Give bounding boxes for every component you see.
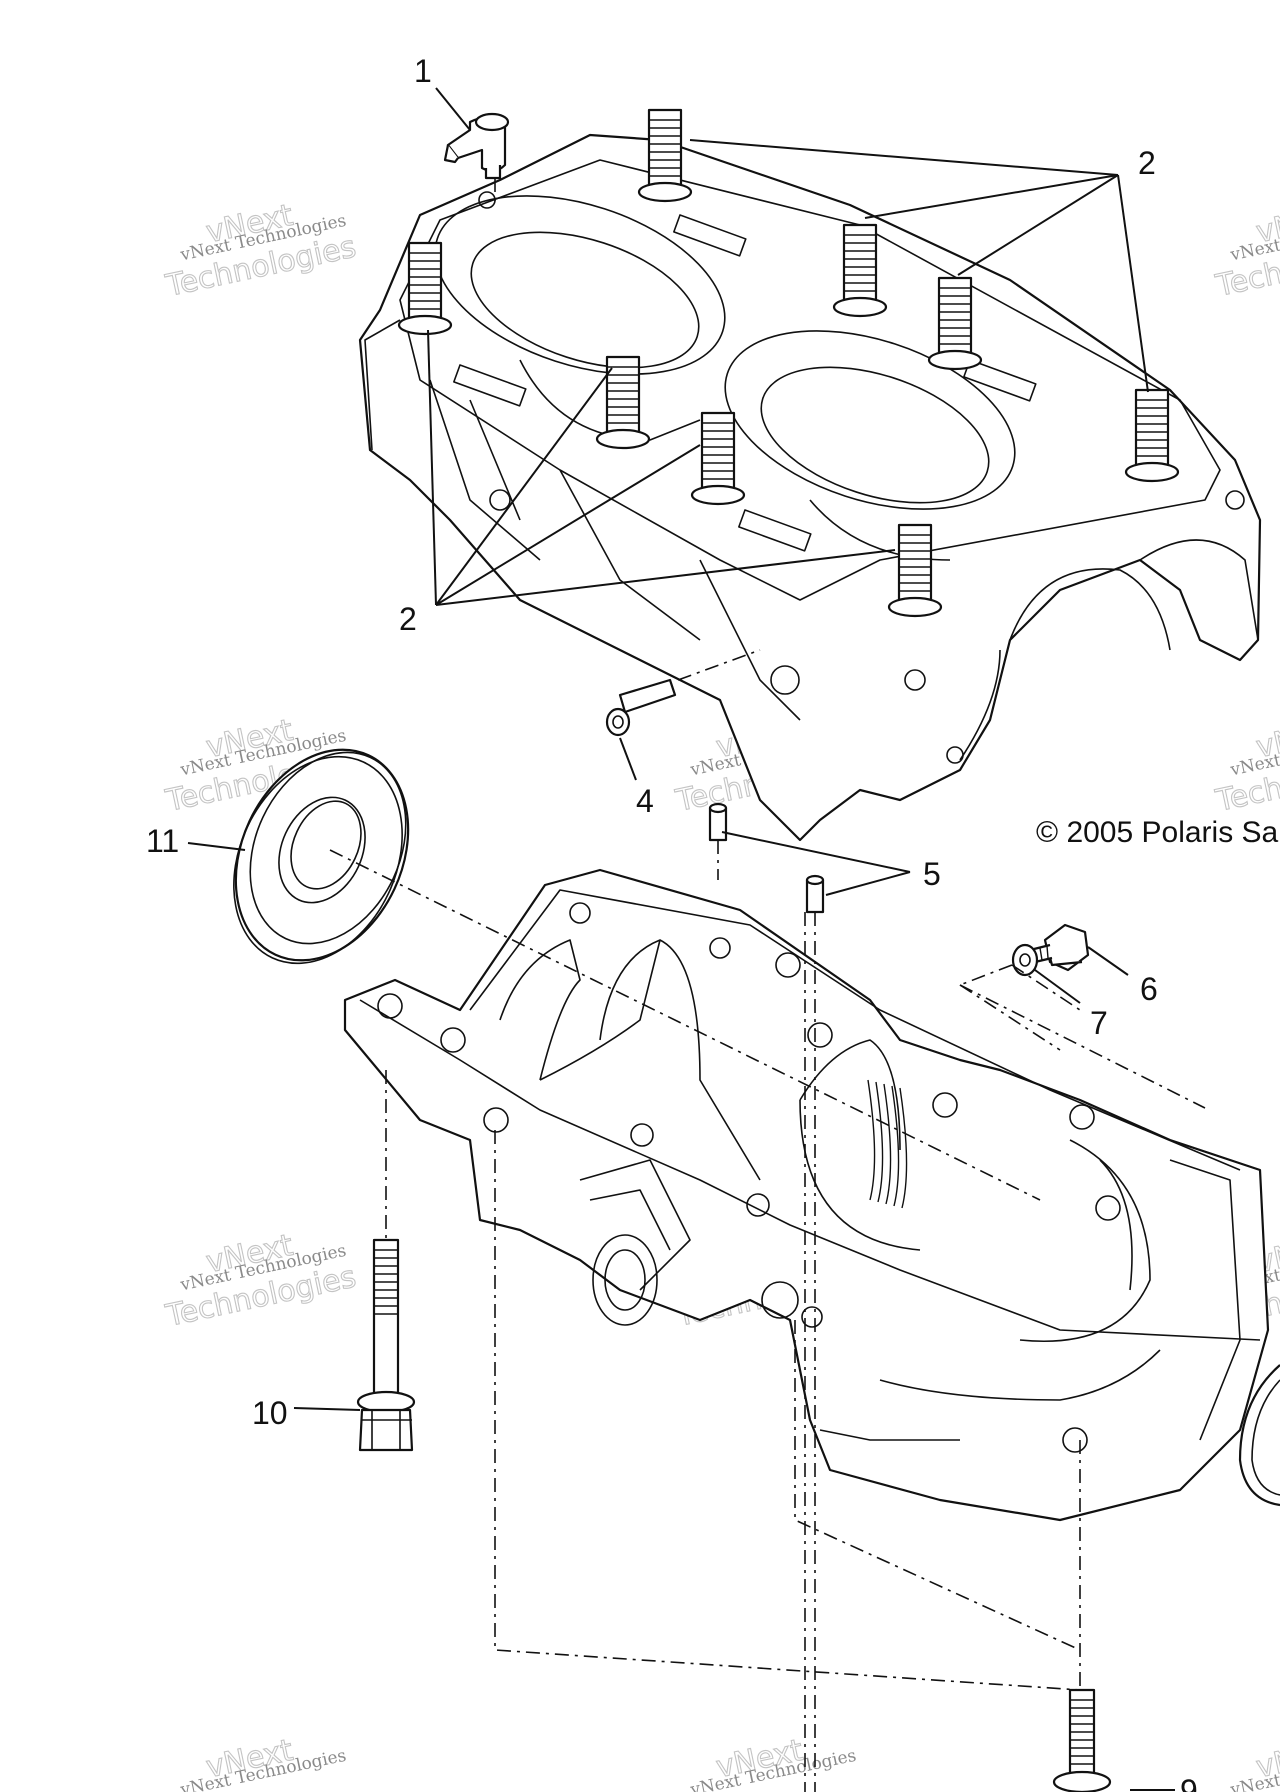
callout-5: 5 bbox=[923, 856, 941, 892]
callout-2-bottom: 2 bbox=[399, 601, 417, 637]
stud bbox=[595, 355, 651, 450]
crankcase-bolt-10 bbox=[356, 1238, 416, 1452]
callout-9: 9 bbox=[1180, 1773, 1198, 1792]
callout-6: 6 bbox=[1140, 971, 1158, 1007]
watermark: vNext vNext Technologies Technologies bbox=[1212, 197, 1280, 304]
watermark: vNext vNext Technologies bbox=[178, 1732, 348, 1792]
bolt-6 bbox=[1028, 923, 1090, 972]
right-seal-partial bbox=[1238, 1364, 1280, 1507]
stud bbox=[1124, 388, 1180, 483]
dowel-pins-5 bbox=[708, 802, 825, 914]
upper-crankcase bbox=[358, 133, 1262, 842]
crankshaft-seal-11 bbox=[233, 748, 410, 965]
watermark: vNext vNext Technologies bbox=[688, 1732, 858, 1792]
callout-4: 4 bbox=[636, 783, 654, 819]
leader-lines bbox=[187, 87, 1175, 1791]
watermark: vNext vNext Technologies Technologies bbox=[162, 1227, 360, 1334]
cylinder-studs bbox=[397, 108, 1180, 618]
dowel-pin-4 bbox=[605, 678, 677, 737]
stud bbox=[397, 241, 453, 336]
stud bbox=[832, 223, 888, 318]
callout-2-top: 2 bbox=[1138, 145, 1156, 181]
lower-crankcase bbox=[343, 868, 1270, 1522]
stud bbox=[690, 411, 746, 506]
copyright-notice: © 2005 Polaris Sal bbox=[1036, 816, 1280, 849]
callout-10: 10 bbox=[252, 1395, 288, 1431]
stud bbox=[887, 523, 943, 618]
callout-7: 7 bbox=[1090, 1005, 1108, 1041]
stud bbox=[637, 108, 693, 203]
callout-11: 11 bbox=[146, 823, 179, 859]
watermark: vNext vNext Technologies bbox=[1228, 1732, 1280, 1792]
stud bbox=[927, 276, 983, 371]
callout-labels: 1 2 2 4 5 6 7 9 10 11 bbox=[146, 53, 1198, 1792]
callout-1: 1 bbox=[414, 53, 432, 89]
watermark: vNext vNext Technologies Technologies bbox=[162, 197, 360, 304]
elbow-fitting bbox=[443, 112, 510, 180]
assembly-lines bbox=[329, 178, 1206, 1792]
washer-7 bbox=[1011, 943, 1039, 977]
watermark: vNext vNext Technologies Technologies bbox=[1212, 712, 1280, 819]
crankcase-bolt-9 bbox=[1052, 1688, 1112, 1792]
